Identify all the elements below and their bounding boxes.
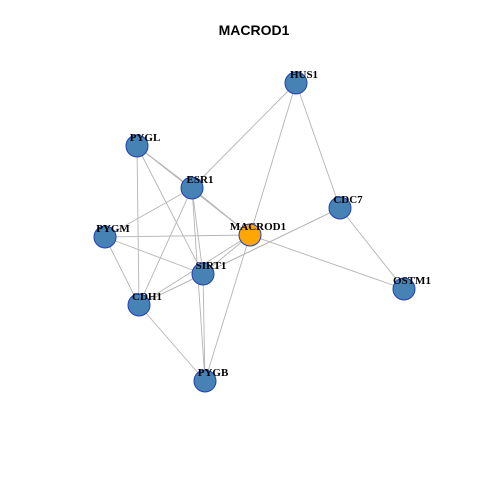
node-hus1[interactable]: HUS1	[284, 69, 318, 95]
node-circle[interactable]	[180, 176, 204, 200]
node-cdc7[interactable]: CDC7	[328, 194, 363, 220]
edge-pygm-sirt1	[104, 236, 204, 275]
edge-pygm-macrod1	[104, 234, 251, 238]
node-label: MACROD1	[230, 221, 286, 233]
node-cdh1[interactable]: CDH1	[127, 291, 162, 317]
edge-hus1-esr1	[191, 82, 297, 189]
node-pygb[interactable]: PYGB	[193, 367, 229, 393]
edge-esr1-sirt1	[191, 187, 204, 275]
edge-sirt1-pygb	[202, 273, 206, 382]
node-pygm[interactable]: PYGM	[93, 223, 130, 249]
node-label: PYGL	[130, 132, 161, 144]
node-circle[interactable]	[392, 277, 416, 301]
edge-pygl-sirt1	[136, 145, 204, 275]
node-pygl[interactable]: PYGL	[125, 132, 161, 158]
edge-pygl-cdh1	[136, 145, 140, 306]
diagram-title: MACROD1	[219, 22, 290, 38]
node-label: CDC7	[333, 194, 363, 206]
node-label: SIRT1	[196, 260, 227, 272]
edge-macrod1-ostm1	[249, 234, 405, 290]
node-label: CDH1	[132, 291, 162, 303]
node-sirt1[interactable]: SIRT1	[191, 260, 227, 286]
node-circle[interactable]	[93, 225, 117, 249]
node-label: OSTM1	[393, 275, 431, 287]
node-ostm1[interactable]: OSTM1	[392, 275, 431, 301]
node-circle[interactable]	[193, 369, 217, 393]
node-macrod1[interactable]: MACROD1	[230, 221, 286, 247]
edge-sirt1-cdh1	[138, 273, 204, 306]
node-circle[interactable]	[284, 71, 308, 95]
edge-cdh1-pygb	[138, 304, 206, 382]
edge-pygm-cdh1	[104, 236, 140, 306]
edge-esr1-pygm	[104, 187, 193, 238]
node-label: HUS1	[290, 69, 318, 81]
node-circle[interactable]	[191, 262, 215, 286]
node-circle[interactable]	[238, 223, 262, 247]
node-circle[interactable]	[127, 293, 151, 317]
edge-macrod1-pygb	[204, 234, 251, 382]
edge-cdc7-ostm1	[339, 207, 405, 290]
node-label: PYGM	[96, 223, 130, 235]
edge-hus1-macrod1	[249, 82, 297, 236]
node-esr1[interactable]: ESR1	[180, 174, 214, 200]
edge-esr1-cdh1	[138, 187, 193, 306]
node-label: PYGB	[198, 367, 229, 379]
edge-esr1-macrod1	[191, 187, 251, 236]
edge-layer	[104, 82, 405, 382]
node-circle[interactable]	[328, 196, 352, 220]
node-label: ESR1	[187, 174, 214, 186]
edge-hus1-cdc7	[295, 82, 341, 209]
node-circle[interactable]	[125, 134, 149, 158]
